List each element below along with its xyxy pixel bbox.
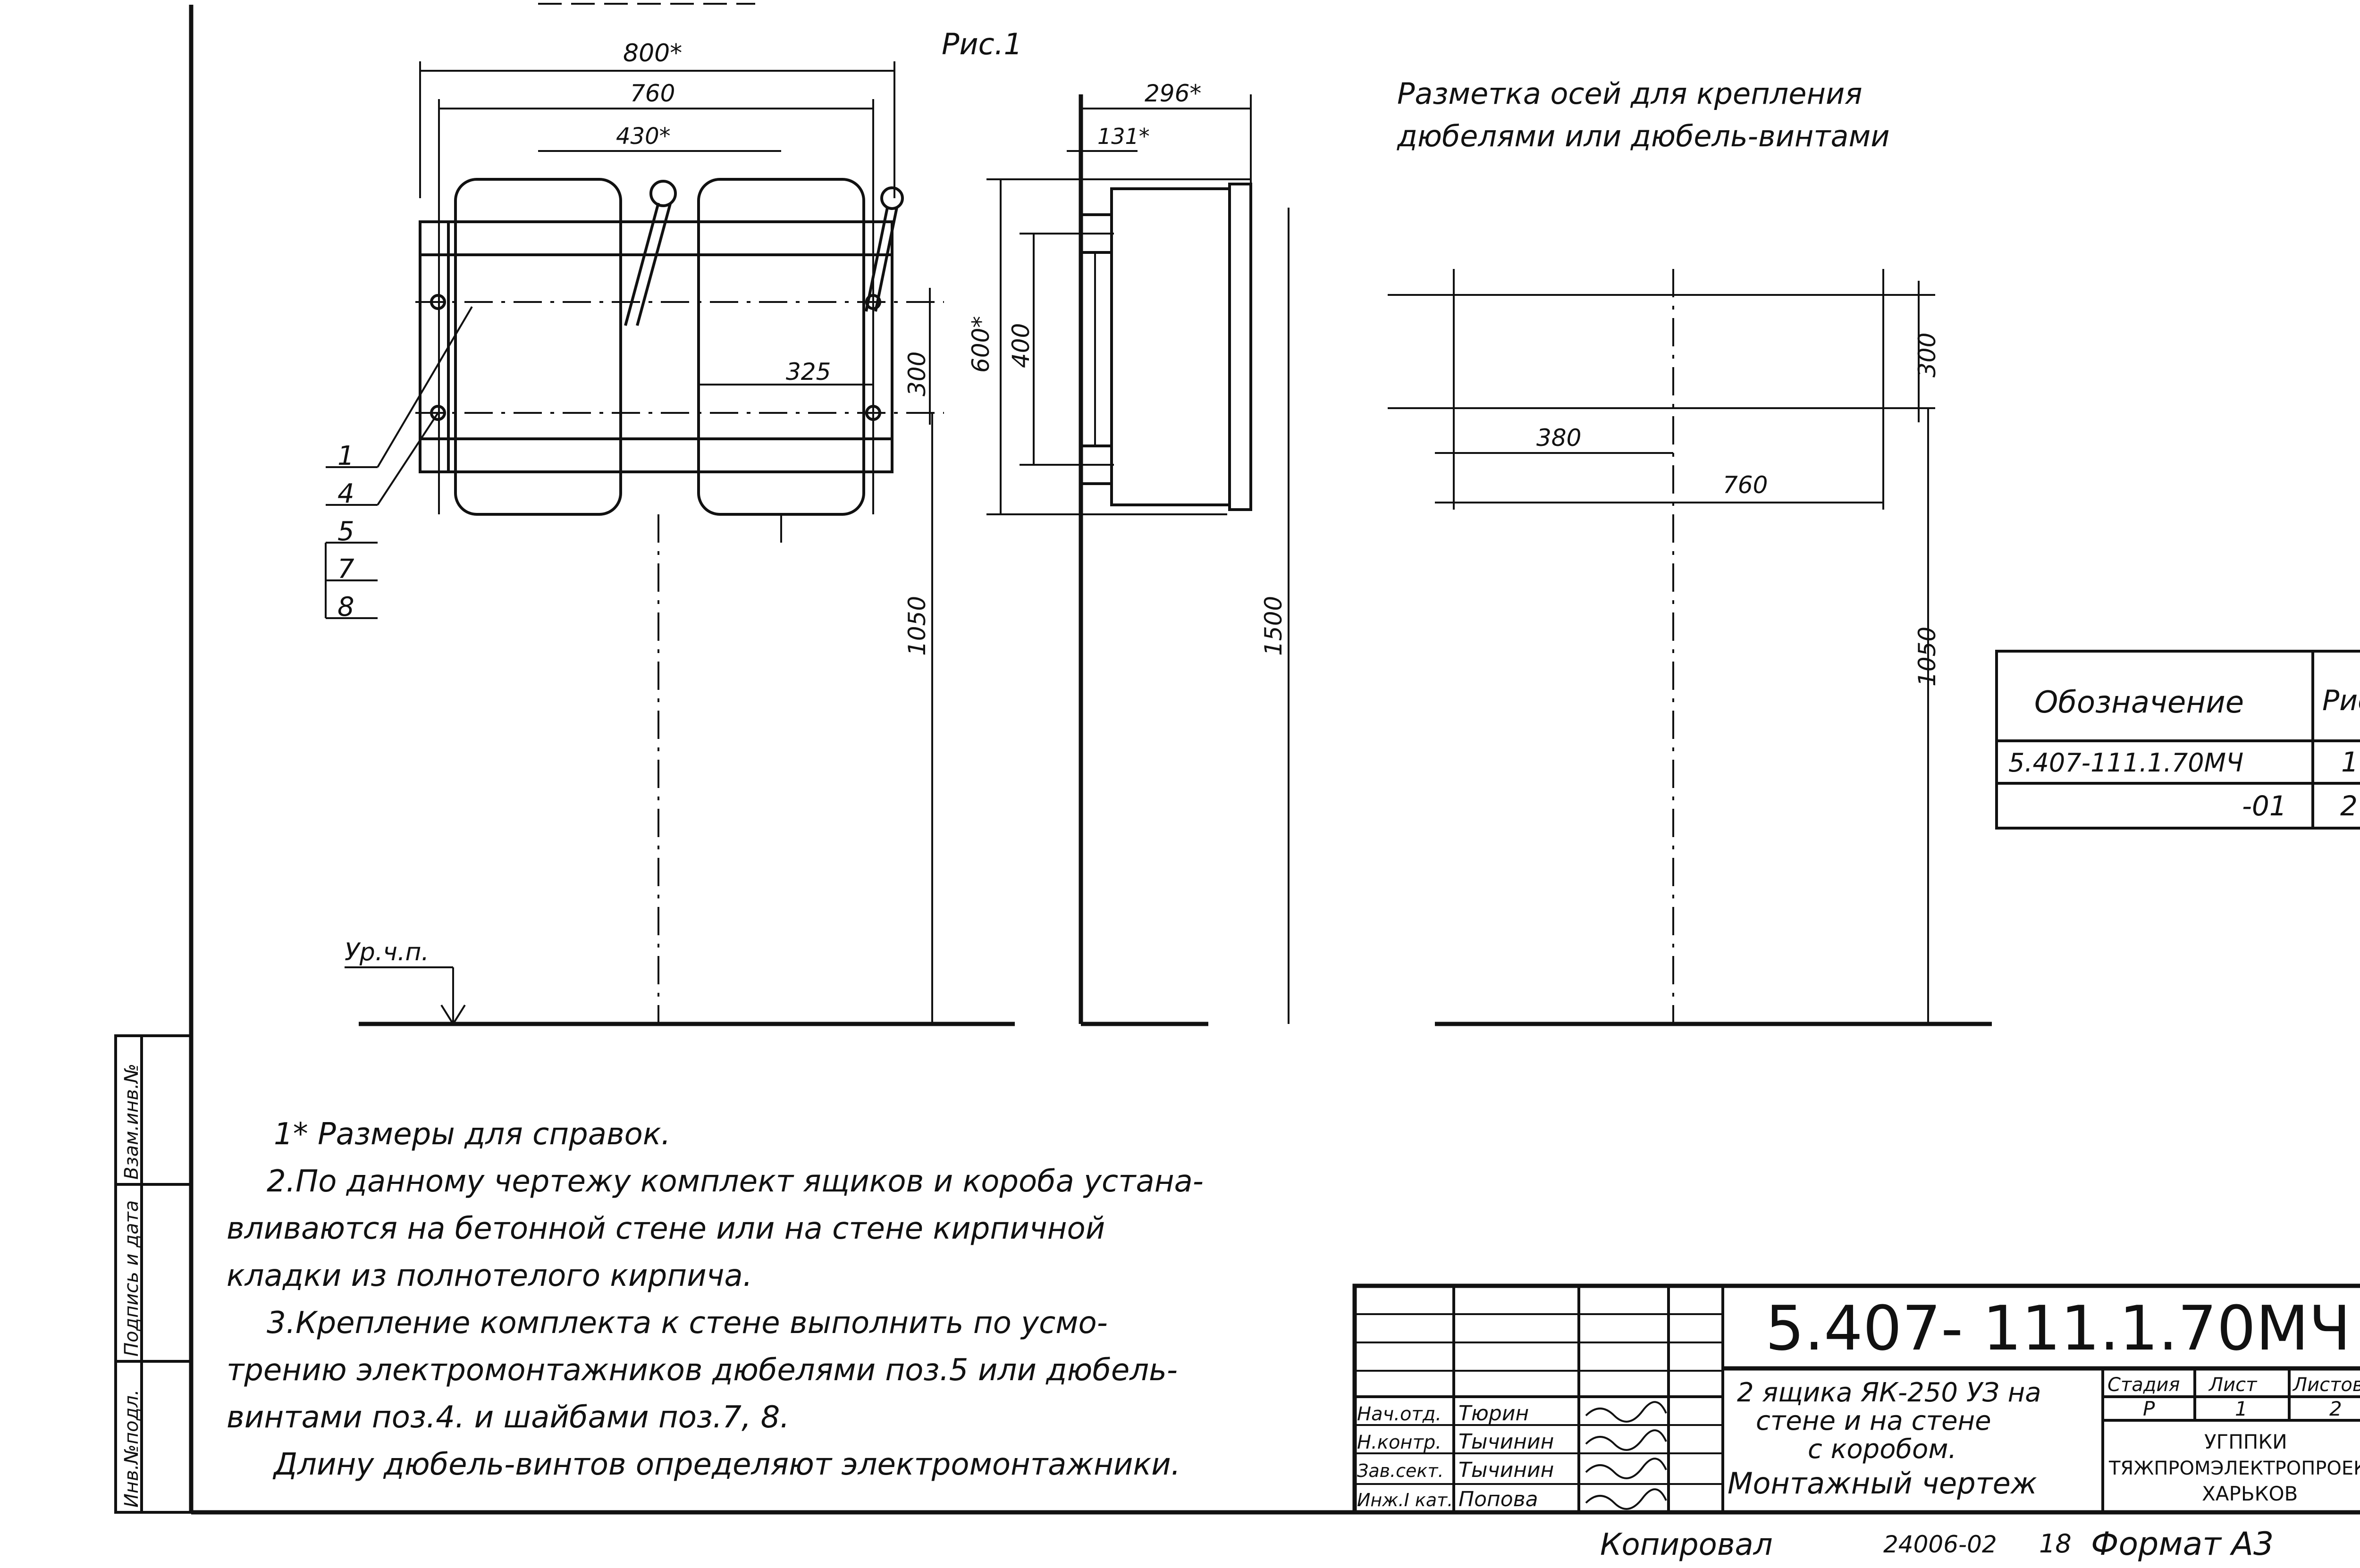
side-view: 296* 131* 600* 400 1500 bbox=[967, 80, 1290, 1026]
dim-800: 800* bbox=[623, 39, 682, 67]
footer-archive-no: 24006-02 bbox=[1883, 1531, 1997, 1558]
note-line-4: кладки из полнотелого кирпича. bbox=[227, 1258, 752, 1293]
dim-760: 760 bbox=[630, 80, 675, 107]
dim-380: 380 bbox=[1536, 424, 1581, 452]
footer-copied: Копировал bbox=[1600, 1527, 1773, 1562]
doc-title-4: Монтажный чертеж bbox=[1728, 1466, 2037, 1501]
notes: 1* Размеры для справок. 2.По данному чер… bbox=[227, 1117, 1204, 1482]
callout-4: 4 bbox=[337, 478, 354, 509]
note-line-2: 2.По данному чертежу комплект ящиков и к… bbox=[267, 1164, 1204, 1199]
stamp-replacement-inv: Взам.инв.№ bbox=[121, 1064, 143, 1180]
table-header-designation: Обозначение bbox=[2034, 685, 2244, 720]
dim-296: 296* bbox=[1145, 80, 1201, 107]
dim-400: 400 bbox=[1007, 323, 1035, 368]
dim-325: 325 bbox=[786, 358, 831, 386]
table-code-1: 5.407-111.1.70МЧ bbox=[2008, 748, 2243, 778]
name-4: Попова bbox=[1458, 1487, 1538, 1511]
sheets-header: Листов bbox=[2292, 1374, 2360, 1396]
org-line-1: УГППКИ bbox=[2204, 1430, 2287, 1453]
dim-1050-front: 1050 bbox=[903, 596, 931, 656]
figure-title: Рис.1 bbox=[942, 27, 1022, 61]
side-stamp: Инв.№подл. Подпись и дата Взам.инв.№ bbox=[114, 1034, 193, 1514]
role-2: Н.контр. bbox=[1357, 1432, 1441, 1453]
floor-mark: Ур.ч.п. bbox=[345, 938, 429, 966]
dim-1050-axes: 1050 bbox=[1913, 627, 1941, 687]
note-line-3: вливаются на бетонной стене или на стене… bbox=[227, 1211, 1105, 1246]
sheet-header: Лист bbox=[2208, 1374, 2258, 1396]
doc-title-1: 2 ящика ЯК-250 УЗ на bbox=[1737, 1377, 2041, 1408]
org-line-3: ХАРЬКОВ bbox=[2202, 1482, 2298, 1505]
footer: Копировал 24006-02 18 Формат А3 bbox=[1600, 1526, 2274, 1563]
name-2: Тычинин bbox=[1458, 1430, 1554, 1454]
doc-title-3: с коробом. bbox=[1808, 1434, 1956, 1465]
dim-430: 430* bbox=[616, 123, 671, 150]
name-1: Тюрин bbox=[1458, 1401, 1529, 1425]
callout-5: 5 bbox=[337, 516, 354, 547]
table-code-2: -01 bbox=[2242, 790, 2287, 822]
sheet-value: 1 bbox=[2235, 1397, 2248, 1420]
stage-header: Стадия bbox=[2107, 1374, 2180, 1396]
callouts: 1 4 5 7 8 bbox=[325, 306, 473, 622]
front-view: 800* 760 430* 325 bbox=[325, 39, 1015, 1026]
note-line-7: винтами поз.4. и шайбами поз.7, 8. bbox=[227, 1400, 790, 1435]
dim-760-axes: 760 bbox=[1723, 471, 1768, 499]
dim-1500: 1500 bbox=[1260, 596, 1287, 656]
role-4: Инж.I кат. bbox=[1357, 1490, 1453, 1510]
callout-7: 7 bbox=[337, 554, 354, 585]
axes-caption-1: Разметка осей для крепления bbox=[1397, 76, 1863, 111]
title-block: 5.407- 111.1.70МЧ 2 ящика ЯК-250 УЗ на с… bbox=[1352, 1283, 2360, 1515]
designation-table: Обозначение Рис. 5.407-111.1.70МЧ 1 -01 … bbox=[1995, 650, 2360, 830]
role-3: Зав.сект. bbox=[1357, 1460, 1444, 1481]
dim-131: 131* bbox=[1097, 124, 1150, 149]
dim-300-axes: 300 bbox=[1913, 333, 1941, 377]
stamp-inv-no: Инв.№подл. bbox=[121, 1389, 143, 1508]
note-line-8: Длину дюбель-винтов определяют электромо… bbox=[272, 1447, 1180, 1482]
note-line-6: трению электромонтажников дюбелями поз.5… bbox=[227, 1353, 1178, 1388]
callout-8: 8 bbox=[337, 592, 354, 622]
note-line-1: 1* Размеры для справок. bbox=[274, 1117, 671, 1152]
org-line-2: ТЯЖПРОМЭЛЕКТРОПРОЕКТ bbox=[2108, 1458, 2360, 1479]
footer-sheet-no: 18 bbox=[2039, 1529, 2072, 1559]
footer-format: Формат А3 bbox=[2091, 1526, 2274, 1563]
doc-title-2: стене и на стене bbox=[1756, 1406, 1991, 1436]
stage-value: Р bbox=[2143, 1397, 2155, 1420]
axes-caption-2: дюбелями или дюбель-винтами bbox=[1397, 119, 1890, 153]
document-code: 5.407- 111.1.70МЧ bbox=[1765, 1292, 2351, 1364]
axes-layout: Разметка осей для крепления дюбелями или… bbox=[1388, 76, 1992, 1026]
sheets-value: 2 bbox=[2329, 1397, 2342, 1420]
stamp-signature-date: Подпись и дата bbox=[121, 1200, 143, 1357]
note-line-5: 3.Крепление комплекта к стене выполнить … bbox=[267, 1306, 1108, 1341]
table-fig-2: 2 bbox=[2340, 790, 2358, 822]
dim-600: 600* bbox=[967, 316, 995, 373]
role-1: Нач.отд. bbox=[1357, 1403, 1441, 1425]
callout-1: 1 bbox=[337, 441, 354, 471]
table-header-fig: Рис. bbox=[2322, 684, 2360, 717]
name-3: Тычинин bbox=[1458, 1458, 1554, 1482]
signatures bbox=[1585, 1401, 1667, 1510]
table-fig-1: 1 bbox=[2341, 746, 2359, 778]
dim-300-front: 300 bbox=[903, 352, 931, 396]
